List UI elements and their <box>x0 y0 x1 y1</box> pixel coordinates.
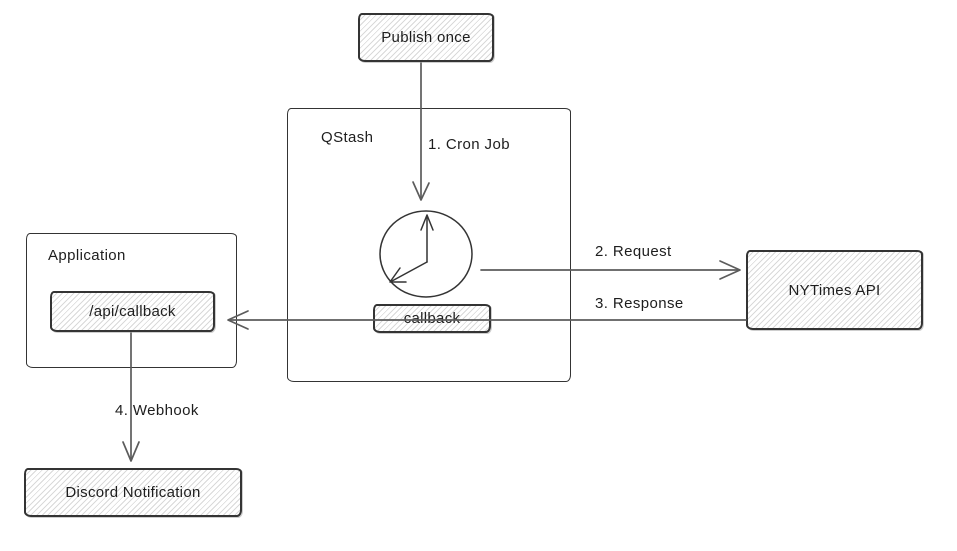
nytimes-api-label: NYTimes API <box>788 281 881 299</box>
node-discord-notification: Discord Notification <box>24 468 242 517</box>
qstash-label: QStash <box>321 129 374 146</box>
callback-label: callback <box>403 310 461 327</box>
response-arrow-label: 3. Response <box>595 295 684 312</box>
application-label: Application <box>48 247 126 264</box>
node-publish-once: Publish once <box>358 13 494 62</box>
request-arrow-label: 2. Request <box>595 243 672 260</box>
node-nytimes-api: NYTimes API <box>746 250 923 330</box>
node-qstash: QStash <box>287 108 571 382</box>
publish-once-label: Publish once <box>381 29 471 46</box>
discord-notification-label: Discord Notification <box>65 484 201 501</box>
node-callback: callback <box>373 304 491 333</box>
cron-job-arrow-label: 1. Cron Job <box>428 136 510 153</box>
node-api-callback: /api/callback <box>50 291 215 332</box>
api-callback-label: /api/callback <box>89 303 176 320</box>
webhook-arrow-label: 4. Webhook <box>115 402 199 419</box>
